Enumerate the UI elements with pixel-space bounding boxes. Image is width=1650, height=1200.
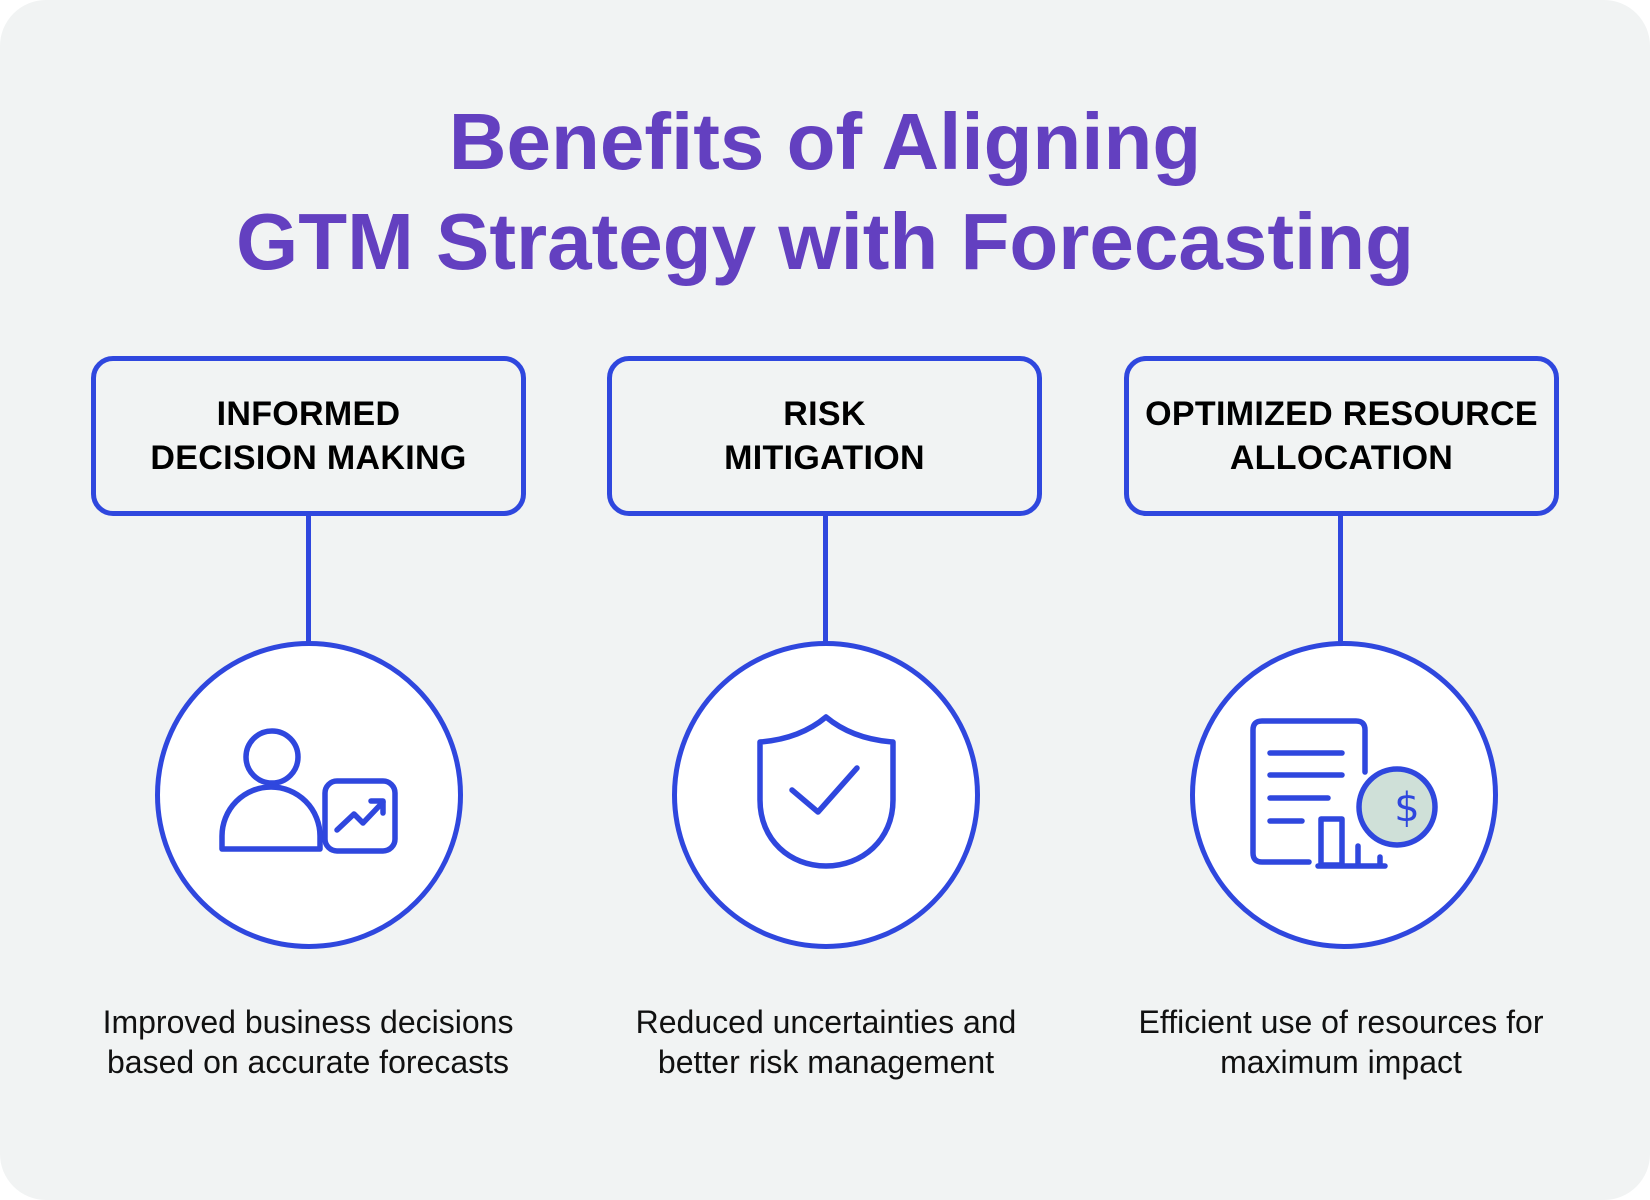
benefit-description: Reduced uncertainties and better risk ma… [566,1002,1086,1082]
benefit-description: Efficient use of resources for maximum i… [1081,1002,1601,1082]
benefit-heading-line-2: MITIGATION [724,439,925,477]
benefit-box-risk-mitigation: RISK MITIGATION [607,356,1042,516]
connector-line [306,514,311,646]
benefit-box-informed-decision-making: INFORMED DECISION MAKING [91,356,526,516]
title-line-1: Benefits of Aligning [448,97,1202,186]
benefit-description: Improved business decisions based on acc… [48,1002,568,1082]
benefit-box-optimized-resource-allocation: OPTIMIZED RESOURCE ALLOCATION [1124,356,1559,516]
page-title: Benefits of Aligning GTM Strategy with F… [0,92,1650,292]
benefit-heading-line-1: OPTIMIZED RESOURCE [1145,395,1538,433]
connector-line [823,514,828,646]
description-line-1: Efficient use of resources for [1138,1004,1544,1040]
benefit-heading-line-2: ALLOCATION [1229,439,1454,477]
connector-line [1338,514,1343,646]
title-line-2: GTM Strategy with Forecasting [236,197,1414,286]
benefit-heading-line-1: INFORMED [216,395,401,433]
document-chart-dollar-icon [1250,718,1438,869]
icon-circle-informed-decision-making [155,641,463,949]
description-line-2: based on accurate forecasts [106,1044,509,1080]
person-with-growth-chart-icon [219,728,398,854]
benefit-heading: INFORMED DECISION MAKING [150,392,466,480]
benefit-heading-line-1: RISK [783,395,866,433]
benefit-heading: RISK MITIGATION [724,392,925,480]
dollar-sign-icon: $ [1394,785,1420,831]
icon-circle-optimized-resource-allocation: $ [1190,641,1498,949]
benefit-heading-line-2: DECISION MAKING [150,439,467,477]
description-line-1: Reduced uncertainties and [635,1004,1017,1040]
shield-check-icon [757,714,896,869]
benefit-heading: OPTIMIZED RESOURCE ALLOCATION [1145,392,1538,480]
description-line-1: Improved business decisions [102,1004,514,1040]
description-line-2: better risk management [657,1044,995,1080]
description-line-2: maximum impact [1220,1044,1462,1080]
icon-circle-risk-mitigation [672,641,980,949]
